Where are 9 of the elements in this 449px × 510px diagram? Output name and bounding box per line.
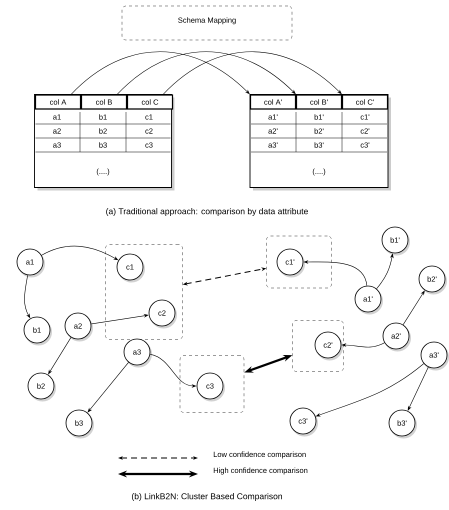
cluster-box <box>180 355 244 413</box>
arrow <box>162 51 342 95</box>
caption: (a) Traditional approach: comparison by data attribute <box>106 208 308 216</box>
cluster-box <box>266 236 332 288</box>
arrow <box>70 51 250 95</box>
arrow <box>116 51 296 95</box>
cluster-box <box>292 320 344 372</box>
cluster-box <box>105 244 183 340</box>
caption: (b) LinkB2N: Cluster Based Comparison <box>132 493 282 501</box>
